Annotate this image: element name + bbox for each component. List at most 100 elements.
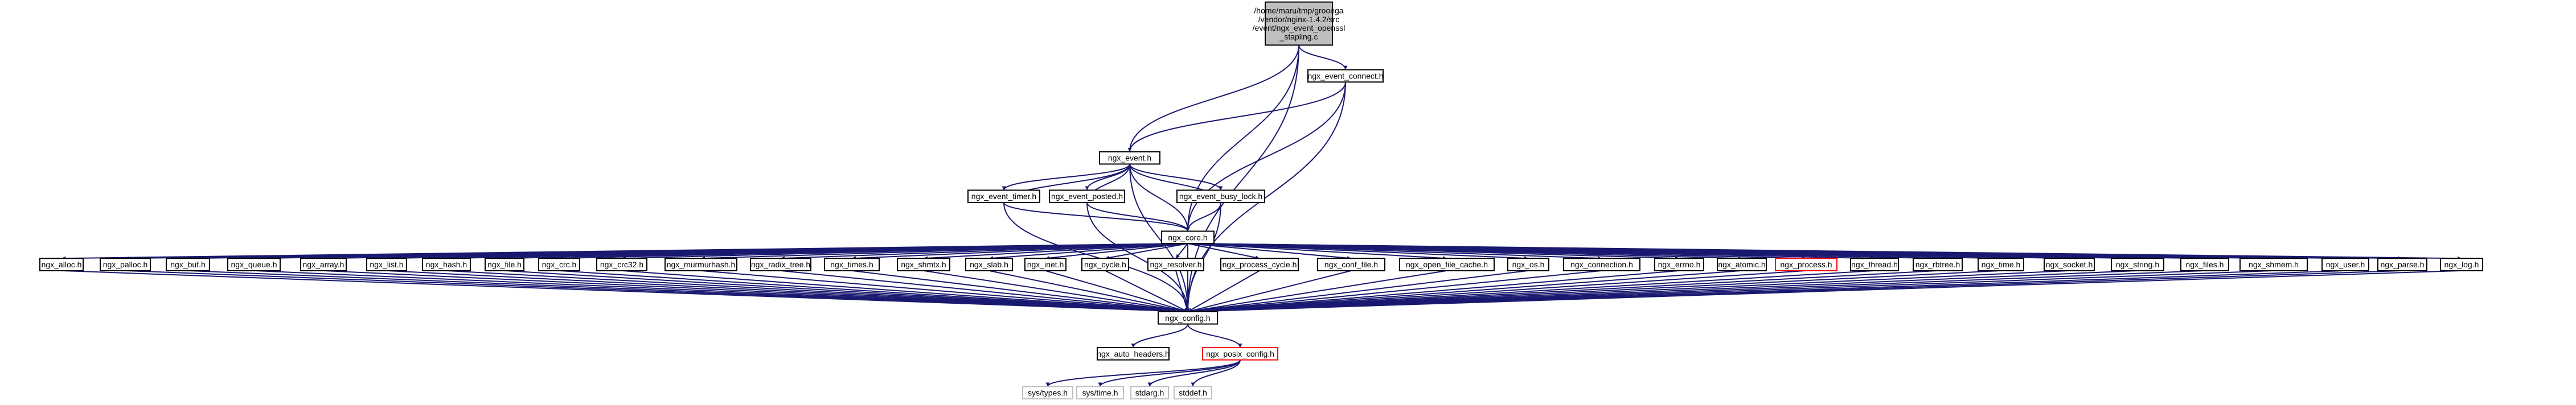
node-box bbox=[538, 258, 580, 271]
node-box bbox=[824, 258, 880, 271]
node-ngx-shmem[interactable]: ngx_shmem.h bbox=[2239, 258, 2308, 271]
node-ngx-array[interactable]: ngx_array.h bbox=[300, 258, 347, 271]
edge-ngx-resolver-to-ngx-config bbox=[1175, 270, 1189, 312]
node-label: ngx_event_posted.h bbox=[1051, 192, 1123, 201]
edge-ngx-config-to-ngx-auto-headers bbox=[1131, 324, 1188, 348]
edge-ngx-times-to-ngx-config bbox=[851, 270, 1188, 313]
node-root[interactable]: /home/maru/tmp/groonga/vendor/nginx-1.4.… bbox=[1253, 1, 1346, 46]
edge-ngx-core-to-ngx-inet bbox=[1045, 243, 1188, 260]
edge-ngx-slab-to-ngx-config bbox=[988, 270, 1188, 313]
node-ngx-event-posted[interactable]: ngx_event_posted.h bbox=[1049, 189, 1125, 204]
node-ngx-radix-tree[interactable]: ngx_radix_tree.h bbox=[750, 258, 811, 271]
node-label: ngx_event_timer.h bbox=[971, 192, 1036, 201]
node-ngx-event[interactable]: ngx_event.h bbox=[1099, 151, 1160, 165]
edge-ngx-crc32-to-ngx-config bbox=[621, 270, 1188, 313]
node-label: ngx_shmem.h bbox=[2249, 260, 2299, 269]
node-ngx-time[interactable]: ngx_time.h bbox=[1978, 258, 2024, 271]
node-label: ngx_string.h bbox=[2116, 260, 2159, 269]
edge-ngx-conf-file-to-ngx-config bbox=[1187, 270, 1352, 313]
node-ngx-file[interactable]: ngx_file.h bbox=[485, 258, 524, 271]
node-label: ngx_open_file_cache.h bbox=[1406, 260, 1488, 269]
node-box bbox=[1850, 258, 1899, 271]
edge-ngx-posix-config-to-stddef bbox=[1191, 359, 1241, 387]
node-label: ngx_process.h bbox=[1780, 260, 1832, 269]
node-label: ngx_slab.h bbox=[970, 260, 1008, 269]
edge-ngx-atomic-to-ngx-config bbox=[1187, 270, 1742, 313]
node-stdarg: stdarg.h bbox=[1130, 386, 1169, 400]
node-box bbox=[1775, 258, 1837, 271]
node-box bbox=[1654, 258, 1704, 271]
edge-ngx-hash-to-ngx-config bbox=[446, 270, 1188, 314]
node-box bbox=[300, 258, 347, 271]
edge-ngx-core-to-ngx-open-file-cache bbox=[1187, 243, 1447, 261]
node-ngx-socket[interactable]: ngx_socket.h bbox=[2044, 258, 2095, 271]
node-label: ngx_auto_headers.h bbox=[1097, 349, 1170, 358]
node-box bbox=[1147, 258, 1204, 271]
edge-ngx-event-to-ngx-core bbox=[1129, 164, 1190, 232]
node-ngx-files[interactable]: ngx_files.h bbox=[2180, 258, 2229, 271]
node-label: _stapling.c bbox=[1279, 32, 1318, 41]
edge-ngx-open-file-cache-to-ngx-config bbox=[1187, 270, 1447, 313]
node-box bbox=[1081, 258, 1129, 271]
node-box bbox=[1022, 386, 1073, 400]
node-ngx-queue[interactable]: ngx_queue.h bbox=[227, 258, 281, 271]
edge-ngx-cycle-to-ngx-config bbox=[1105, 270, 1188, 312]
node-ngx-times[interactable]: ngx_times.h bbox=[824, 258, 880, 271]
node-ngx-crc[interactable]: ngx_crc.h bbox=[538, 258, 580, 271]
node-ngx-event-connect[interactable]: ngx_event_connect.h bbox=[1307, 69, 1384, 83]
node-ngx-process[interactable]: ngx_process.h bbox=[1775, 258, 1837, 271]
edge-ngx-core-to-ngx-process-cycle bbox=[1187, 243, 1260, 260]
node-ngx-log[interactable]: ngx_log.h bbox=[2440, 258, 2483, 271]
node-box bbox=[1317, 258, 1385, 271]
node-label: stddef.h bbox=[1179, 388, 1207, 397]
node-ngx-user[interactable]: ngx_user.h bbox=[2321, 258, 2369, 271]
node-ngx-open-file-cache[interactable]: ngx_open_file_cache.h bbox=[1399, 258, 1495, 271]
node-ngx-config[interactable]: ngx_config.h bbox=[1158, 311, 1218, 325]
node-label: ngx_errno.h bbox=[1658, 260, 1701, 269]
node-ngx-process-cycle[interactable]: ngx_process_cycle.h bbox=[1220, 258, 1299, 271]
node-ngx-event-busy-lock[interactable]: ngx_event_busy_lock.h bbox=[1176, 189, 1265, 204]
node-ngx-core[interactable]: ngx_core.h bbox=[1161, 230, 1215, 245]
node-ngx-buf[interactable]: ngx_buf.h bbox=[166, 258, 210, 271]
node-ngx-conf-file[interactable]: ngx_conf_file.h bbox=[1317, 258, 1385, 271]
edge-root-to-ngx-event bbox=[1127, 45, 1299, 152]
node-box bbox=[422, 258, 471, 271]
node-ngx-slab[interactable]: ngx_slab.h bbox=[965, 258, 1013, 271]
node-box bbox=[2239, 258, 2308, 271]
edge-ngx-posix-config-to-sys-types bbox=[1045, 359, 1241, 387]
edge-root-to-ngx-core bbox=[1186, 45, 1299, 232]
edge-ngx-crc-to-ngx-config bbox=[559, 270, 1188, 314]
edge-ngx-core-to-ngx-shmtx bbox=[923, 243, 1188, 261]
node-ngx-event-timer[interactable]: ngx_event_timer.h bbox=[967, 189, 1040, 204]
node-ngx-hash[interactable]: ngx_hash.h bbox=[422, 258, 471, 271]
node-ngx-os[interactable]: ngx_os.h bbox=[1507, 258, 1549, 271]
node-ngx-connection[interactable]: ngx_connection.h bbox=[1563, 258, 1640, 271]
node-box bbox=[965, 258, 1013, 271]
node-ngx-shmtx[interactable]: ngx_shmtx.h bbox=[897, 258, 950, 271]
edge-ngx-connection-to-ngx-config bbox=[1187, 270, 1602, 313]
node-ngx-murmurhash[interactable]: ngx_murmurhash.h bbox=[664, 258, 737, 271]
node-ngx-errno[interactable]: ngx_errno.h bbox=[1654, 258, 1704, 271]
node-ngx-palloc[interactable]: ngx_palloc.h bbox=[100, 258, 151, 271]
node-ngx-thread[interactable]: ngx_thread.h bbox=[1850, 258, 1899, 271]
node-sys-time: sys/time.h bbox=[1076, 386, 1124, 400]
node-box bbox=[2440, 258, 2483, 271]
node-ngx-inet[interactable]: ngx_inet.h bbox=[1024, 258, 1067, 271]
node-ngx-resolver[interactable]: ngx_resolver.h bbox=[1147, 258, 1204, 271]
edge-ngx-posix-config-to-sys-time bbox=[1098, 359, 1241, 387]
node-box bbox=[1176, 189, 1265, 204]
node-ngx-parse[interactable]: ngx_parse.h bbox=[2377, 258, 2427, 271]
node-ngx-alloc[interactable]: ngx_alloc.h bbox=[39, 258, 84, 271]
edge-ngx-event-connect-to-ngx-event bbox=[1127, 82, 1346, 152]
node-label: ngx_config.h bbox=[1165, 313, 1210, 323]
node-label: ngx_parse.h bbox=[2380, 260, 2424, 269]
node-ngx-cycle[interactable]: ngx_cycle.h bbox=[1081, 258, 1129, 271]
node-label: ngx_array.h bbox=[303, 260, 344, 269]
node-ngx-atomic[interactable]: ngx_atomic.h bbox=[1717, 258, 1767, 271]
node-ngx-rbtree[interactable]: ngx_rbtree.h bbox=[1913, 258, 1963, 271]
node-ngx-string[interactable]: ngx_string.h bbox=[2111, 258, 2164, 271]
node-ngx-crc32[interactable]: ngx_crc32.h bbox=[596, 258, 647, 271]
node-ngx-list[interactable]: ngx_list.h bbox=[366, 258, 407, 271]
node-ngx-auto-headers[interactable]: ngx_auto_headers.h bbox=[1097, 347, 1170, 361]
node-ngx-posix-config[interactable]: ngx_posix_config.h bbox=[1202, 347, 1278, 361]
